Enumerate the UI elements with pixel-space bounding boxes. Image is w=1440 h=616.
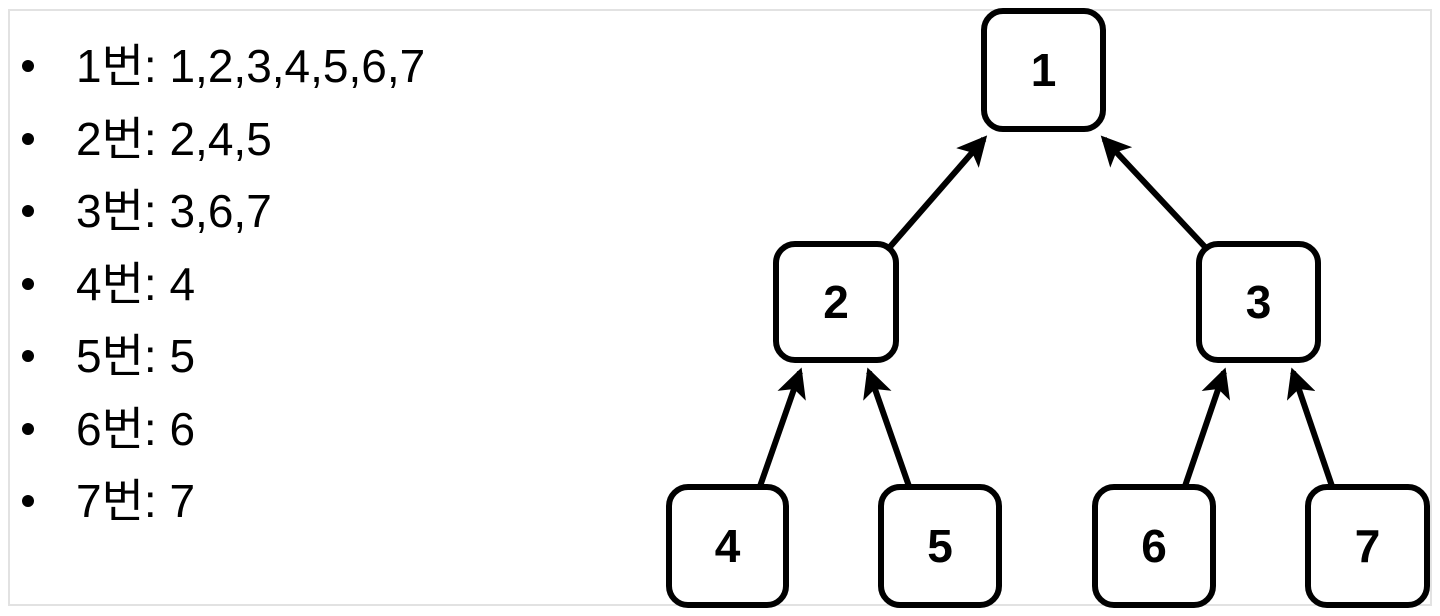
bullet-icon [22, 495, 34, 508]
list-item: 5번: 5 [14, 320, 634, 393]
list-item: 4번: 4 [14, 248, 634, 321]
bullet-icon [22, 60, 34, 73]
tree-node-7[interactable]: 7 [1305, 484, 1430, 608]
bullet-icon [22, 277, 34, 290]
tree-node-4[interactable]: 4 [666, 484, 789, 608]
list-item: 7번: 7 [14, 465, 634, 538]
list-item: 3번: 3,6,7 [14, 175, 634, 248]
tree-edge-6-to-3 [1180, 367, 1231, 493]
tree-node-5[interactable]: 5 [878, 484, 1002, 608]
list-item: 6번: 6 [14, 393, 634, 466]
bullet-icon [22, 132, 34, 145]
list-item-label: 1번: 1,2,3,4,5,6,7 [76, 40, 426, 92]
list-item-label: 4번: 4 [76, 257, 196, 310]
bullet-icon [22, 422, 34, 435]
tree-node-1[interactable]: 1 [981, 8, 1106, 132]
tree-node-label: 7 [1354, 520, 1381, 572]
tree-node-label: 1 [1030, 44, 1057, 96]
bullet-icon [22, 350, 34, 363]
tree-edge-3-to-1 [1100, 135, 1209, 251]
tree-node-label: 2 [823, 276, 849, 328]
tree-node-label: 6 [1141, 520, 1167, 572]
list-item-label: 6번: 6 [76, 402, 196, 455]
list-item-label: 5번: 5 [76, 330, 196, 382]
list-item-label: 7번: 7 [76, 475, 196, 527]
bullet-icon [22, 205, 34, 218]
tree-node-6[interactable]: 6 [1092, 484, 1216, 608]
tree-edge-5-to-2 [863, 367, 914, 493]
tree-node-3[interactable]: 3 [1196, 241, 1321, 363]
tree-edge-2-to-1 [886, 135, 988, 250]
list-item: 1번: 1,2,3,4,5,6,7 [14, 30, 634, 103]
tree-node-label: 5 [927, 520, 953, 572]
adjacency-list: 1번: 1,2,3,4,5,6,7 2번: 2,4,5 3번: 3,6,7 4번… [14, 30, 634, 538]
tree-edge-4-to-2 [755, 367, 806, 493]
list-item-label: 3번: 3,6,7 [76, 185, 272, 237]
tree-node-2[interactable]: 2 [773, 241, 899, 363]
tree-node-label: 4 [714, 520, 741, 572]
tree-node-label: 3 [1245, 276, 1272, 328]
tree-edge-7-to-3 [1286, 367, 1337, 493]
list-item: 2번: 2,4,5 [14, 103, 634, 176]
list-item-label: 2번: 2,4,5 [76, 112, 272, 165]
